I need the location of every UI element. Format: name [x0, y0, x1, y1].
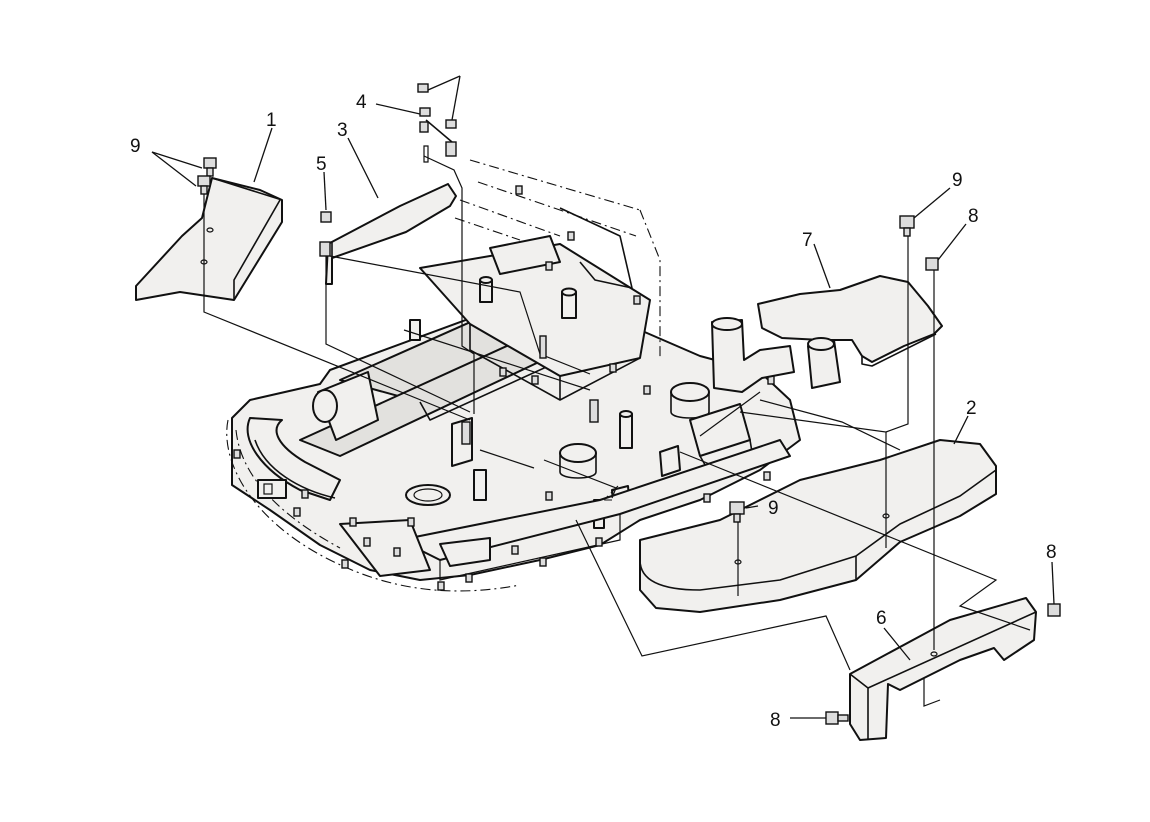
bolt-9-right [899, 215, 915, 237]
bolt-9-left-upper [203, 157, 217, 177]
part-1-belt-shield [135, 177, 283, 301]
callout-8-far-right: 8 [1046, 542, 1057, 563]
bolt-8-far-right [1047, 603, 1061, 617]
part-2-deck-cover [639, 439, 997, 613]
callout-1: 1 [266, 110, 277, 131]
callout-7: 7 [802, 230, 813, 251]
bolt-9-center [729, 501, 745, 523]
callout-5: 5 [316, 154, 327, 175]
callout-2: 2 [966, 398, 977, 419]
mower-deck-frame [226, 159, 801, 592]
part-7-spindle-cover [711, 275, 943, 393]
part-6-side-bracket [849, 597, 1037, 741]
bolt-9-left-lower [197, 175, 211, 195]
hardware [197, 83, 1061, 725]
bolt-8-bottom [825, 711, 849, 725]
bolt-8-right-upper [925, 257, 939, 271]
callout-9-center: 9 [768, 498, 779, 519]
callout-9-right: 9 [952, 170, 963, 191]
callout-3: 3 [337, 120, 348, 141]
callout-labels: 9 1 3 5 4 7 9 8 2 9 8 6 8 [130, 92, 1057, 731]
hardware-4 [417, 83, 457, 163]
leader-lines [151, 75, 1055, 719]
nut-5 [320, 211, 332, 223]
callout-9-left: 9 [130, 136, 141, 157]
part-3-belt-cover [319, 183, 457, 285]
alignment-lines [203, 155, 1031, 671]
callout-8-bottom: 8 [770, 710, 781, 731]
callout-8-right: 8 [968, 206, 979, 227]
callout-4: 4 [356, 92, 367, 113]
callout-6: 6 [876, 608, 887, 629]
